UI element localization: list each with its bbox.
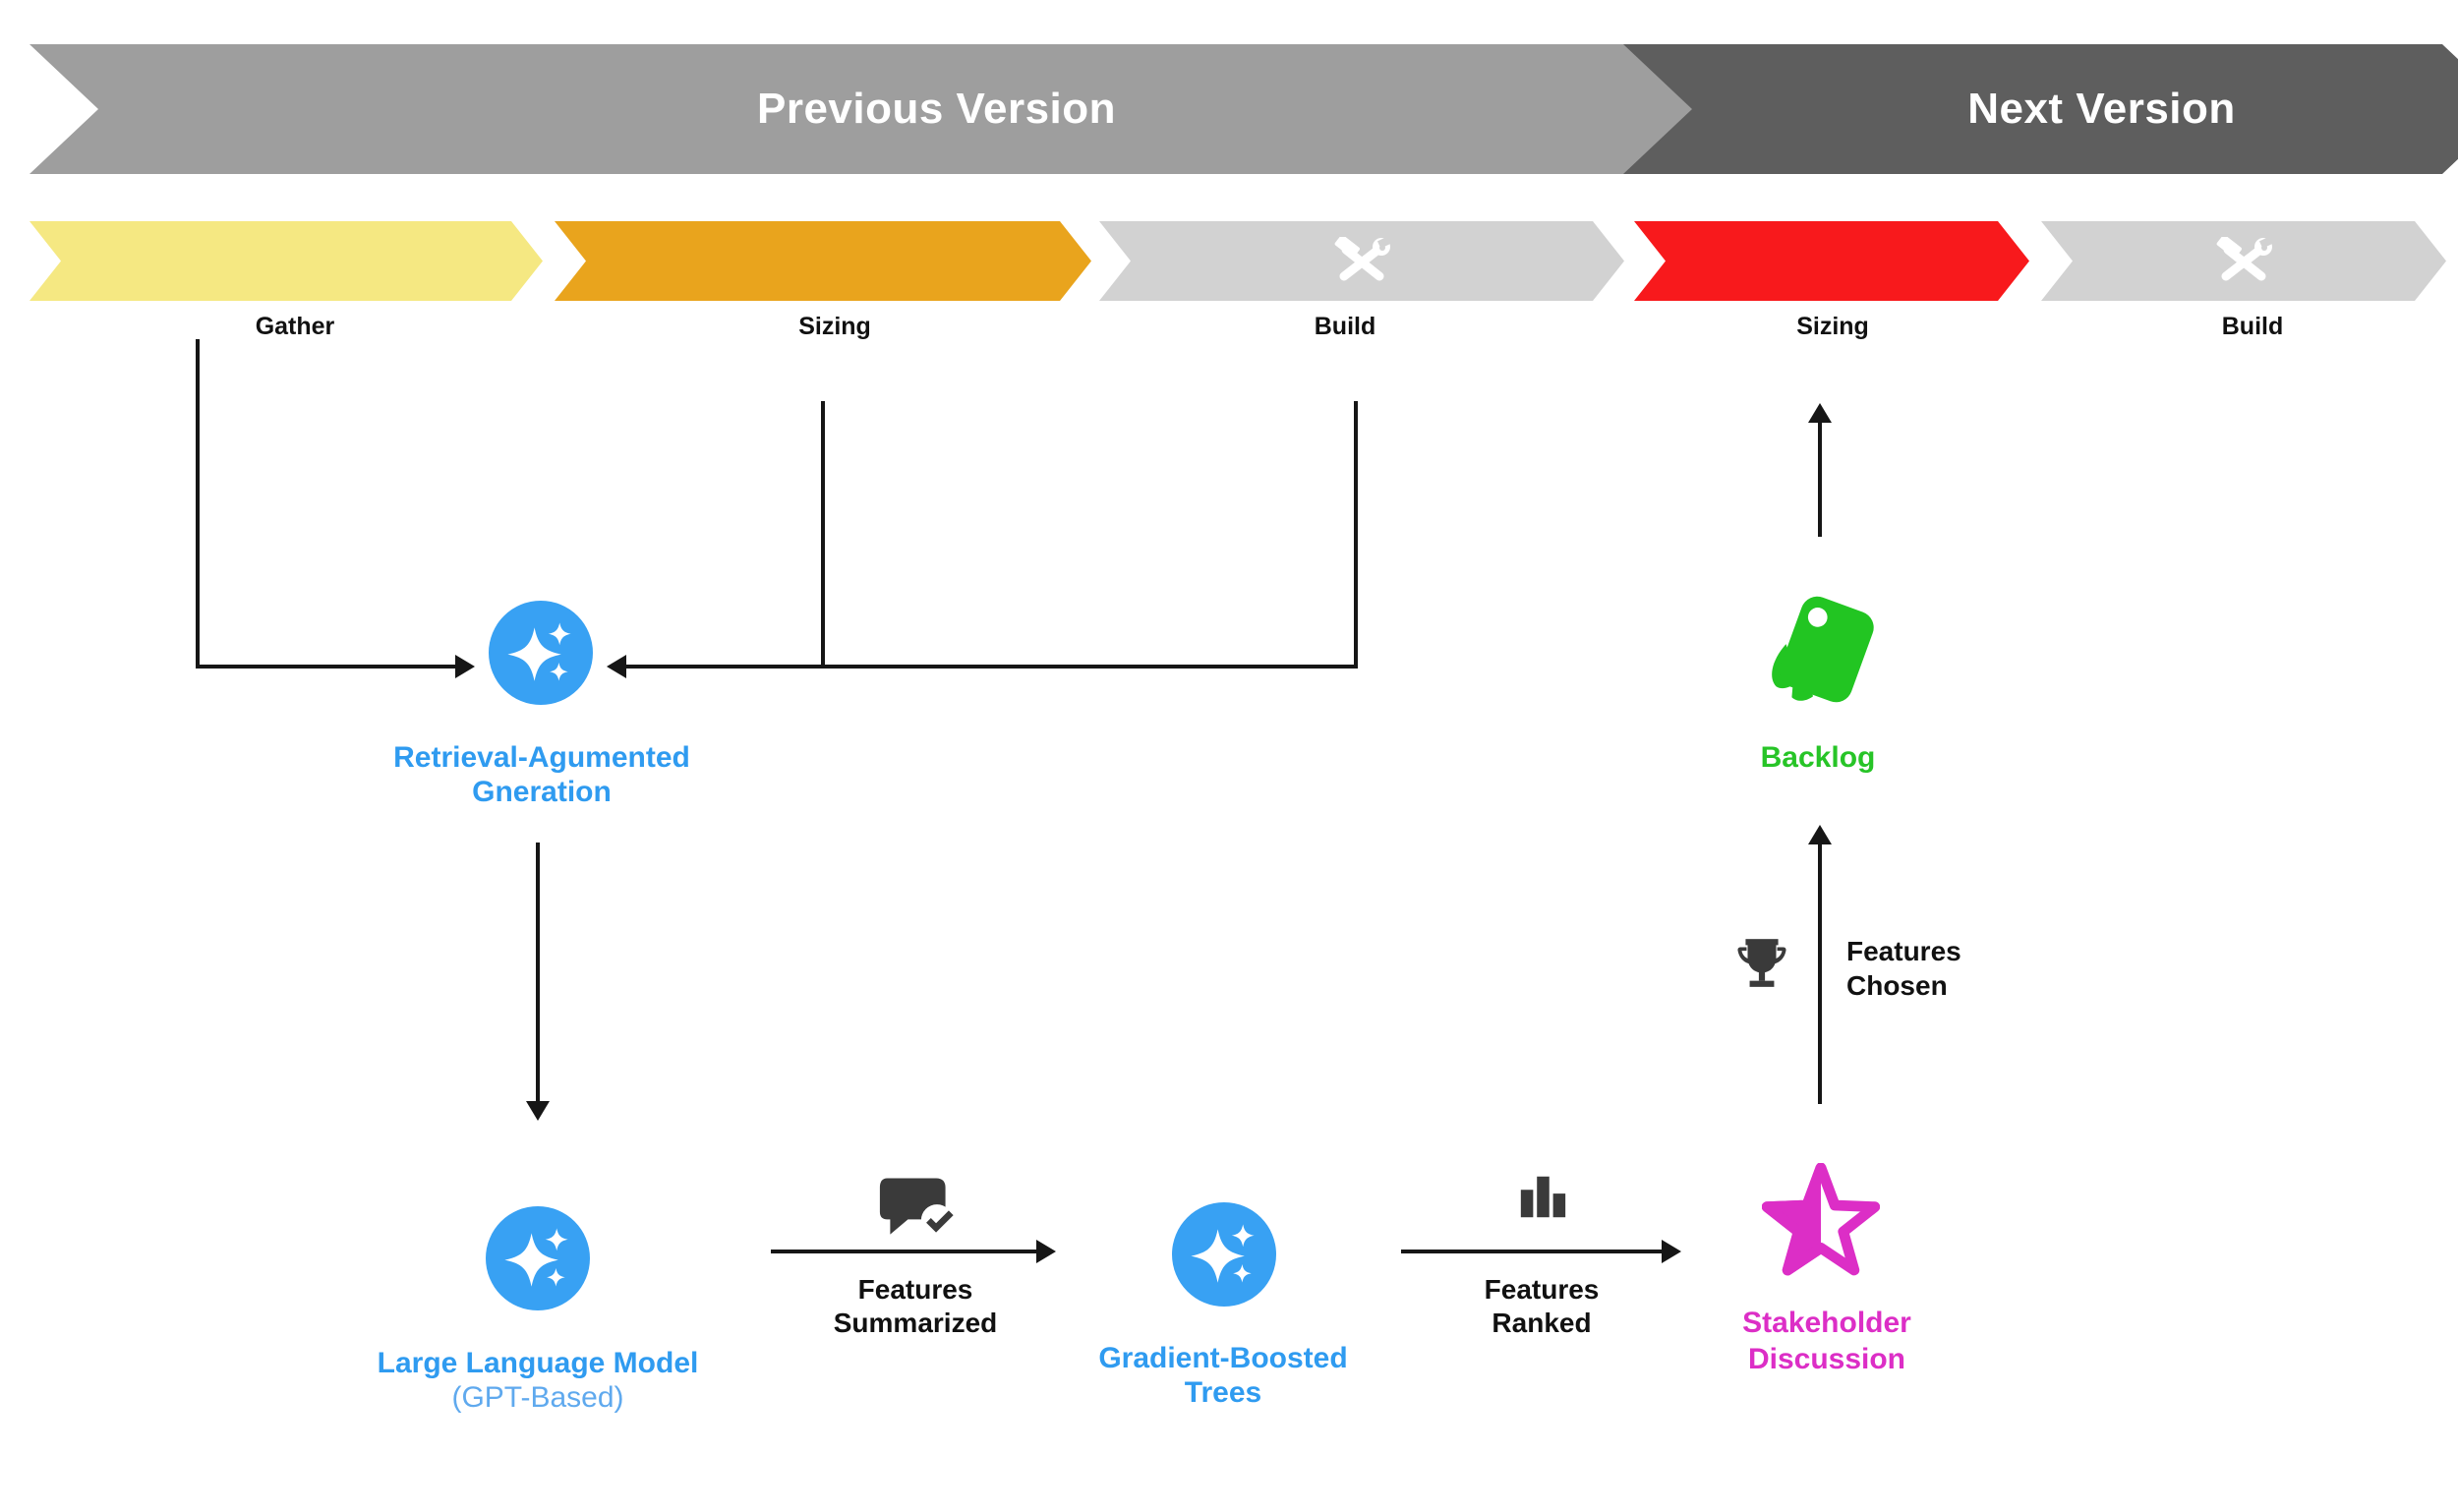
sparkles-icon xyxy=(504,1228,568,1287)
label-backlog: Backlog xyxy=(1760,741,1876,774)
stage-arrow-sizing-next xyxy=(1634,221,2029,301)
connector-rag-to-llm xyxy=(536,843,540,1103)
stage-label-sizing-previous: Sizing xyxy=(798,313,871,340)
stage-arrow-build-previous xyxy=(1099,221,1624,301)
arrowhead-into-backlog xyxy=(1808,825,1832,844)
connector-stakeholder-to-backlog xyxy=(1818,843,1822,1104)
label-retrieval-augmented-generation: Retrieval-Agumented Gneration xyxy=(393,741,690,808)
node-gradient-boosted-trees xyxy=(1172,1202,1276,1307)
arrowhead-into-stakeholder xyxy=(1662,1240,1681,1263)
arrowhead-into-rag-left xyxy=(455,655,475,678)
star-half-icon xyxy=(1762,1163,1880,1276)
banner-next-version-label: Next Version xyxy=(1967,85,2236,133)
label-stakeholder-discussion: Stakeholder Discussion xyxy=(1742,1307,1911,1375)
stage-label-sizing-next: Sizing xyxy=(1796,313,1869,340)
banner-previous-version: Previous Version xyxy=(29,44,1726,174)
tools-icon xyxy=(2212,237,2275,286)
arrowhead-into-rag-right xyxy=(607,655,626,678)
sparkles-icon xyxy=(507,622,571,681)
connector-build-vertical xyxy=(1354,401,1358,669)
connector-gather-vertical xyxy=(196,339,200,667)
label-gradient-boosted-trees: Gradient-Boosted Trees xyxy=(1098,1342,1348,1409)
trophy-icon xyxy=(1737,939,1786,987)
arrowhead-into-llm xyxy=(526,1101,550,1121)
connector-gbt-to-stakeholder xyxy=(1401,1250,1664,1253)
connector-right-horizontal xyxy=(624,665,1358,669)
node-retrieval-augmented-generation xyxy=(489,601,593,705)
label-features-ranked: Features Ranked xyxy=(1484,1274,1600,1338)
banner-previous-version-label: Previous Version xyxy=(756,85,1117,133)
label-features-chosen: Features Chosen xyxy=(1846,936,1961,1001)
stage-arrow-build-next xyxy=(2041,221,2446,301)
bar-chart-icon xyxy=(1520,1176,1566,1218)
stage-label-build-previous: Build xyxy=(1314,313,1376,340)
label-features-summarized: Features Summarized xyxy=(833,1274,998,1338)
arrowhead-into-gbt xyxy=(1036,1240,1056,1263)
label-large-language-model: Large Language Model (GPT-Based) xyxy=(377,1347,699,1414)
stage-label-gather: Gather xyxy=(255,313,335,340)
swatch-cards-icon xyxy=(1772,596,1874,703)
sparkles-icon xyxy=(1191,1224,1255,1283)
arrowhead-into-sizing-next xyxy=(1808,403,1832,423)
tools-icon xyxy=(1330,237,1393,286)
stage-arrow-sizing-previous xyxy=(555,221,1091,301)
stage-label-build-next: Build xyxy=(2221,313,2284,340)
connector-llm-to-gbt xyxy=(771,1250,1038,1253)
connector-backlog-to-sizing xyxy=(1818,421,1822,537)
connector-gather-horizontal xyxy=(196,665,457,669)
node-large-language-model xyxy=(486,1206,590,1310)
stage-arrow-gather xyxy=(29,221,543,301)
banner-next-version: Next Version xyxy=(1623,44,2458,174)
chat-check-icon xyxy=(879,1178,954,1237)
connector-sizing-vertical xyxy=(821,401,825,669)
